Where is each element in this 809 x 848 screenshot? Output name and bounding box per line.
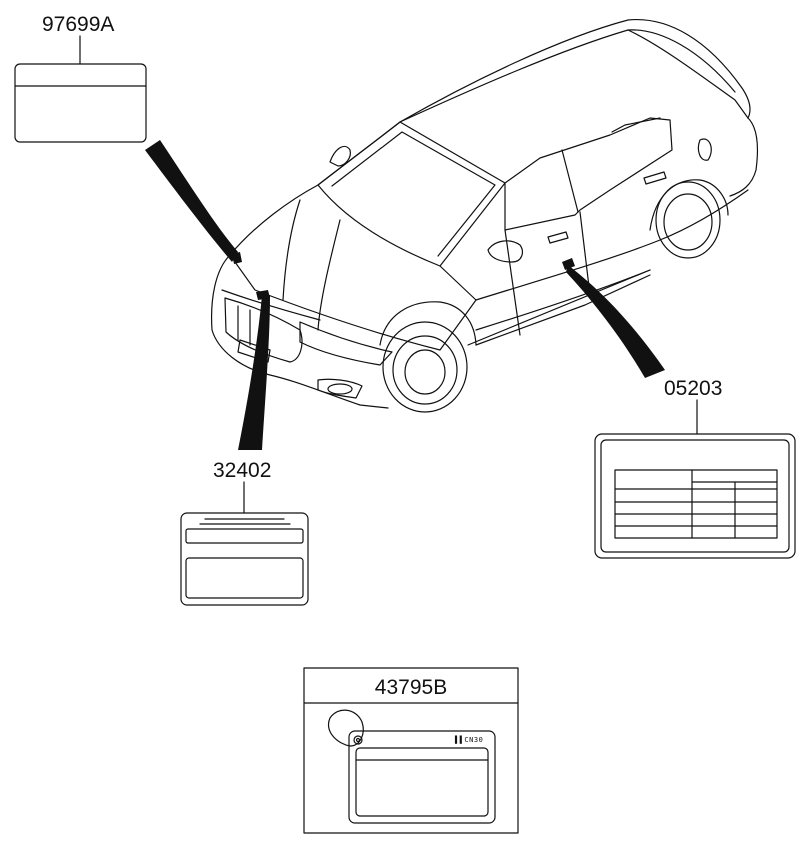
label-43795b-box [303,667,519,834]
car-illustration [211,18,759,413]
label-97699a-card [14,35,147,143]
part-label-32402: 32402 [213,459,272,482]
part-label-43795b: 43795B [374,676,448,699]
leader-arrows [145,140,665,450]
part-label-05203: 05203 [664,377,723,400]
label-32402-card [180,481,309,606]
part-label-97699a: 97699A [42,13,115,36]
tag-code-text: ▌▌CN30 [455,736,484,744]
label-05203-card [594,399,796,559]
